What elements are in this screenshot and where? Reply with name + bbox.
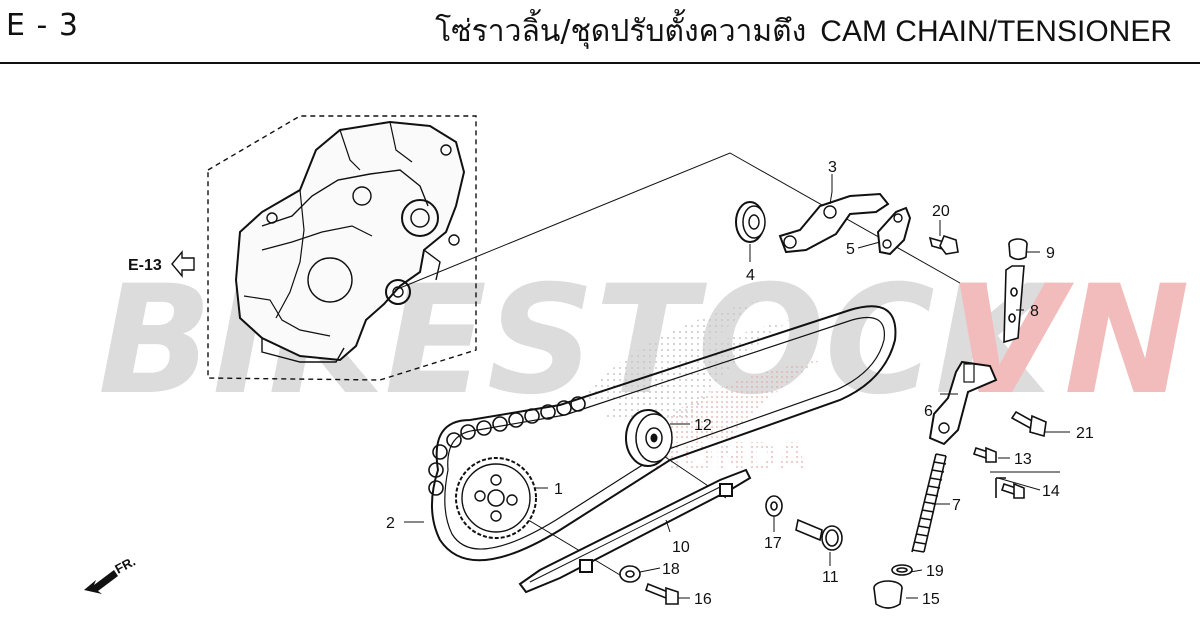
part-11-pivot-bolt	[795, 518, 843, 551]
part-18-washer	[619, 565, 641, 583]
callout-labels: 1 2 3 4 5 6 7 8 9 10 11 12 13 14 15 16 1…	[386, 159, 1094, 608]
callout-11: 11	[822, 569, 839, 586]
callout-20: 20	[932, 203, 950, 220]
part-5-plate	[876, 206, 912, 256]
callout-3: 3	[828, 159, 837, 176]
callout-1: 1	[554, 481, 563, 498]
crankcase-reference-box	[207, 115, 477, 381]
callout-leaders	[404, 174, 1070, 599]
reference-e13[interactable]: E-13	[128, 250, 195, 278]
callout-10: 10	[672, 539, 690, 556]
part-6-tensioner-lifter	[928, 360, 998, 446]
part-8-tensioner-tube	[1003, 265, 1025, 344]
svg-text:HONDA: HONDA	[650, 435, 807, 479]
part-14-bolt	[995, 477, 1025, 499]
callout-2: 2	[386, 515, 395, 532]
callout-19: 19	[926, 563, 944, 580]
part-9-cap	[1008, 238, 1028, 261]
part-10-chain-guide	[518, 468, 752, 594]
front-arrow-icon	[84, 570, 118, 594]
page-title-english: CAM CHAIN/TENSIONER	[820, 15, 1172, 48]
header-divider	[0, 62, 1200, 64]
reference-label: E-13	[128, 257, 162, 274]
hollow-left-arrow-icon	[171, 250, 195, 278]
front-label: FR.	[112, 554, 138, 577]
cam-chain	[428, 305, 897, 562]
part-4-oil-seal	[735, 201, 766, 243]
callout-14: 14	[1042, 483, 1060, 500]
part-3-tensioner-bracket	[778, 192, 890, 254]
callout-12: 12	[694, 417, 712, 434]
callout-7: 7	[952, 497, 961, 514]
callout-16: 16	[694, 591, 712, 608]
part-15-sealing-cap	[873, 580, 903, 609]
callout-8: 8	[1030, 303, 1039, 320]
page-title-thai: โซ่ราวลิ้น/ชุดปรับตั้งความตึง	[435, 14, 807, 49]
page-title: โซ่ราวลิ้น/ชุดปรับตั้งความตึง CAM CHAIN/T…	[435, 8, 1172, 55]
part-13-bolt	[972, 446, 997, 463]
callout-17: 17	[764, 535, 782, 552]
callout-15: 15	[922, 591, 940, 608]
part-12-tensioner-roller	[625, 409, 673, 467]
part-7-spring	[911, 453, 947, 553]
part-21-flange-bolt	[1010, 410, 1047, 438]
callout-9: 9	[1046, 245, 1055, 262]
callout-18: 18	[662, 561, 680, 578]
callout-13: 13	[1014, 451, 1032, 468]
callout-5: 5	[846, 241, 855, 258]
callout-21: 21	[1076, 425, 1094, 442]
chain-links	[428, 396, 586, 496]
callout-6: 6	[924, 403, 933, 420]
watermark-accent-text: VN	[948, 254, 1190, 428]
part-20-bolt	[928, 235, 959, 255]
part-19-washer	[891, 564, 913, 576]
part-1-cam-sprocket	[455, 457, 537, 539]
callout-4: 4	[746, 267, 755, 284]
part-16-flange-bolt	[645, 582, 679, 605]
section-code: E - 3	[6, 8, 79, 43]
part-17-washer	[765, 495, 783, 517]
front-direction-indicator: FR.	[84, 554, 138, 594]
crankcase-assembly	[207, 115, 477, 381]
